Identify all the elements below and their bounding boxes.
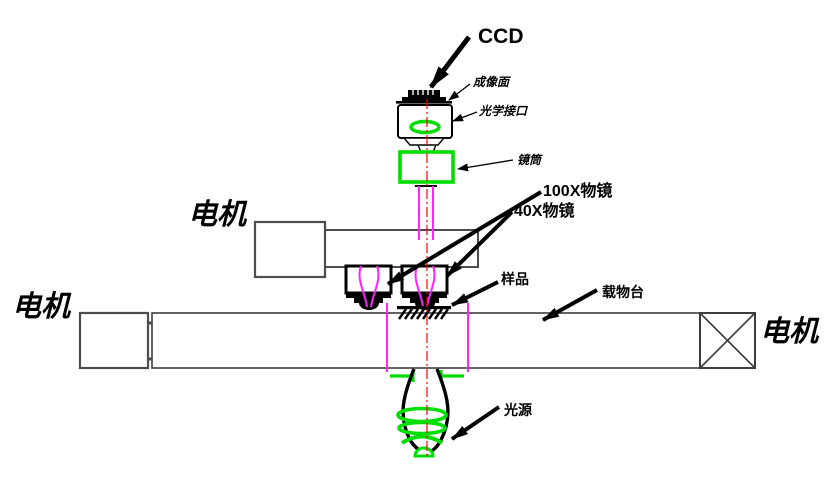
- stage-arrow: [542, 288, 598, 322]
- lens-tube-label: 镜筒: [517, 153, 542, 167]
- stage-bar: [151, 312, 701, 369]
- condenser-lens-3: [400, 434, 444, 445]
- light-source-arrow: [450, 405, 501, 441]
- motor-box-left: [78, 311, 152, 370]
- motor-box-right-x: [699, 312, 756, 369]
- camera-lens-green-ellipse: [409, 119, 441, 135]
- optical-interface-label: 光学接口: [479, 104, 528, 118]
- sample-arrow: [451, 280, 499, 307]
- stage-label: 载物台: [602, 284, 644, 300]
- annotation-arrows: [386, 35, 598, 441]
- motor-left-label: 电机: [12, 291, 71, 323]
- lens-tube-arrow: [457, 159, 514, 172]
- ccd-arrow: [429, 35, 471, 89]
- motor-middle-label: 电机: [188, 199, 247, 231]
- motor-right-label: 电机: [760, 316, 819, 348]
- objective-100x-arrow: [386, 190, 543, 286]
- objective-40x-arrow: [445, 210, 514, 278]
- optical-interface-arrow: [452, 111, 478, 122]
- objective-100x: [344, 264, 393, 310]
- stage-aperture-lines: [386, 303, 469, 372]
- light-source-assembly: [390, 368, 464, 458]
- lamp-dome: [413, 446, 435, 458]
- ccd-label: CCD: [478, 25, 524, 48]
- sample-label: 样品: [501, 271, 529, 287]
- condenser-lens-1: [396, 406, 448, 424]
- sample-hatch: [397, 306, 451, 320]
- imaging-plane-arrow: [448, 83, 471, 101]
- tube-connector: [415, 185, 437, 240]
- ccd-camera: [396, 90, 453, 153]
- imaging-plane-label: 成像面: [473, 75, 510, 89]
- light-source-label: 光源: [504, 402, 532, 418]
- objective-40x-label: 40X物镜: [514, 203, 575, 220]
- condenser-lens-2: [397, 420, 447, 436]
- objective-100x-label: 100X物镜: [543, 183, 613, 200]
